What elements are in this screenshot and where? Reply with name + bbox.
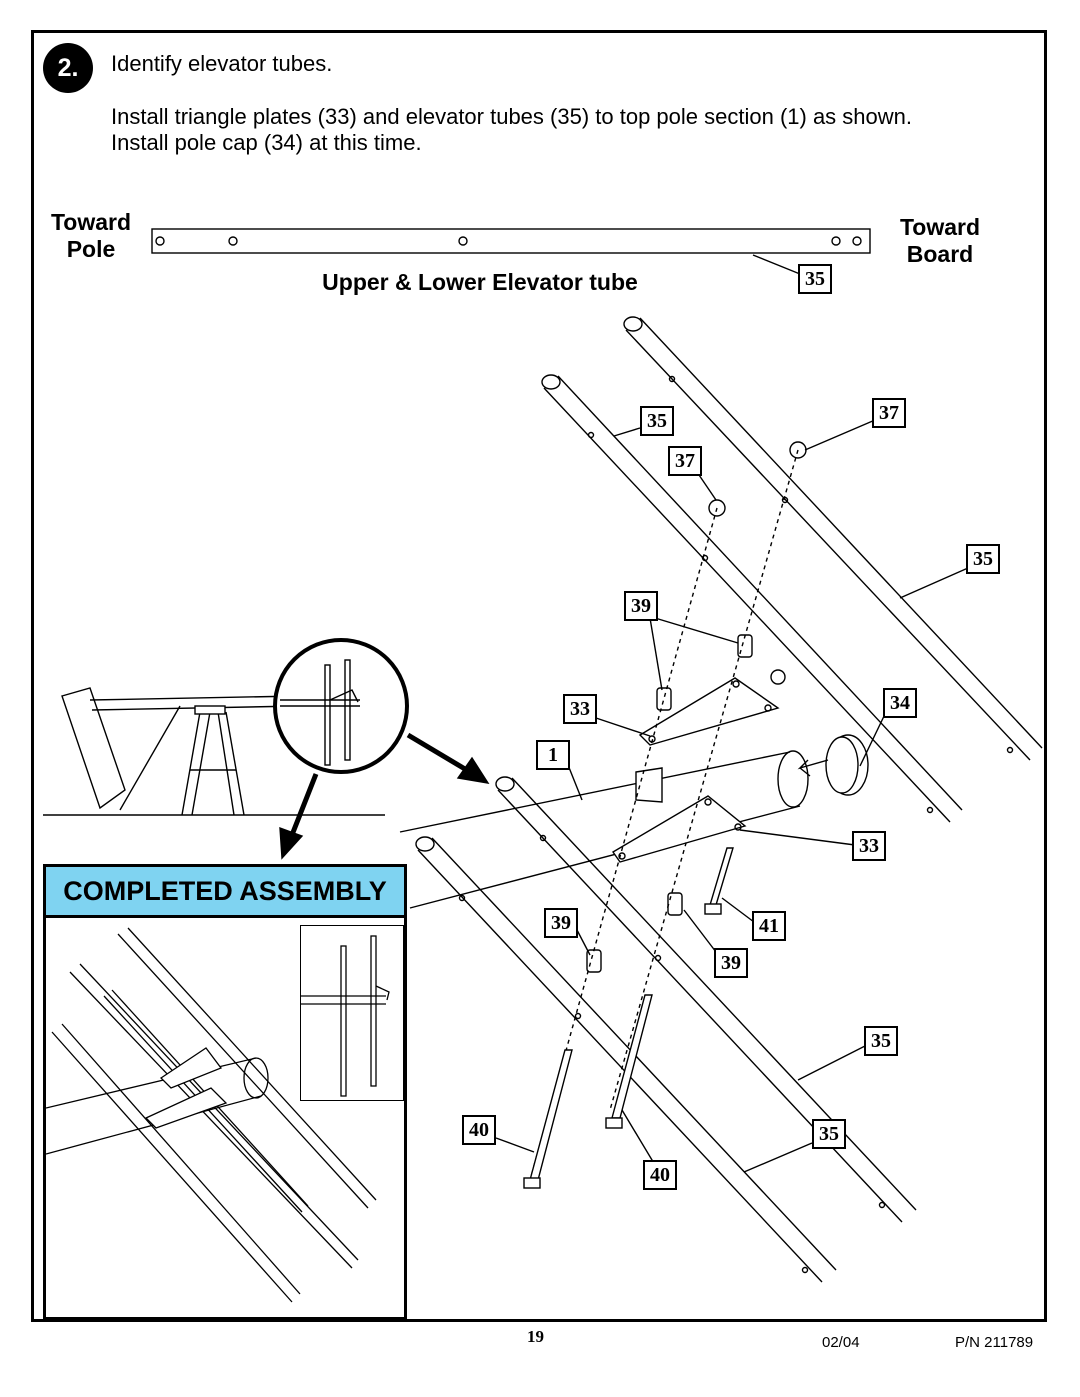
assembly-guide-lines [529,449,799,1181]
revision-date: 02/04 [822,1334,860,1351]
callout-33: 33 [852,831,886,861]
magnifier-detail [280,659,360,766]
completed-assembly-drawing [46,927,377,1303]
callout-39: 39 [544,908,578,938]
completed-assembly-panel [43,918,407,1320]
callout-leaders [495,419,969,1173]
callout-37: 37 [872,398,906,428]
part-number: P/N 211789 [955,1334,1034,1351]
instruction-line-3: Install pole cap (34) at this time. [111,130,422,155]
elevator-tube-lower-right [495,776,917,1223]
overview-drawing [43,687,385,816]
nuts [708,441,807,685]
callout-1: 1 [536,740,570,770]
elevator-tube-upper-right [623,316,1043,761]
callout-35: 35 [812,1119,846,1149]
pointer-arrows [287,732,472,841]
instruction-line-2: Install triangle plates (33) and elevato… [111,104,913,129]
completed-assembly-title: COMPLETED ASSEMBLY [43,864,407,918]
pole-bracket [635,767,663,803]
elevator-tube-flat [151,228,871,254]
callout-35: 35 [966,544,1000,574]
callout-40: 40 [462,1115,496,1145]
elevator-tube-caption: Upper & Lower Elevator tube [322,269,638,295]
leader-line [752,254,801,275]
callout-35: 35 [864,1026,898,1056]
bolts [523,847,734,1189]
callout-37: 37 [668,446,702,476]
callout-35: 35 [640,406,674,436]
callout-39: 39 [714,948,748,978]
arrow-head-right [456,756,490,784]
callout-41: 41 [752,911,786,941]
instruction-line-1: Identify elevator tubes. [111,51,333,76]
completed-detail-inset [300,925,404,1101]
triangle-plate-lower [611,795,747,863]
step-number-badge: 2. [43,43,93,93]
callout-39: 39 [624,591,658,621]
tube-holes [155,236,862,246]
callout-40: 40 [643,1160,677,1190]
arrow-head-down [279,826,304,860]
callout-35: 35 [798,264,832,294]
callout-34: 34 [883,688,917,718]
spacers [586,634,753,973]
pole-cap [797,734,869,796]
page-number: 19 [527,1327,544,1346]
triangle-plate-upper [638,677,780,746]
elevator-tube-lower-left [415,836,837,1283]
page-frame [31,30,1047,1322]
elevator-tube-upper-left [541,374,963,823]
callout-33: 33 [563,694,597,724]
